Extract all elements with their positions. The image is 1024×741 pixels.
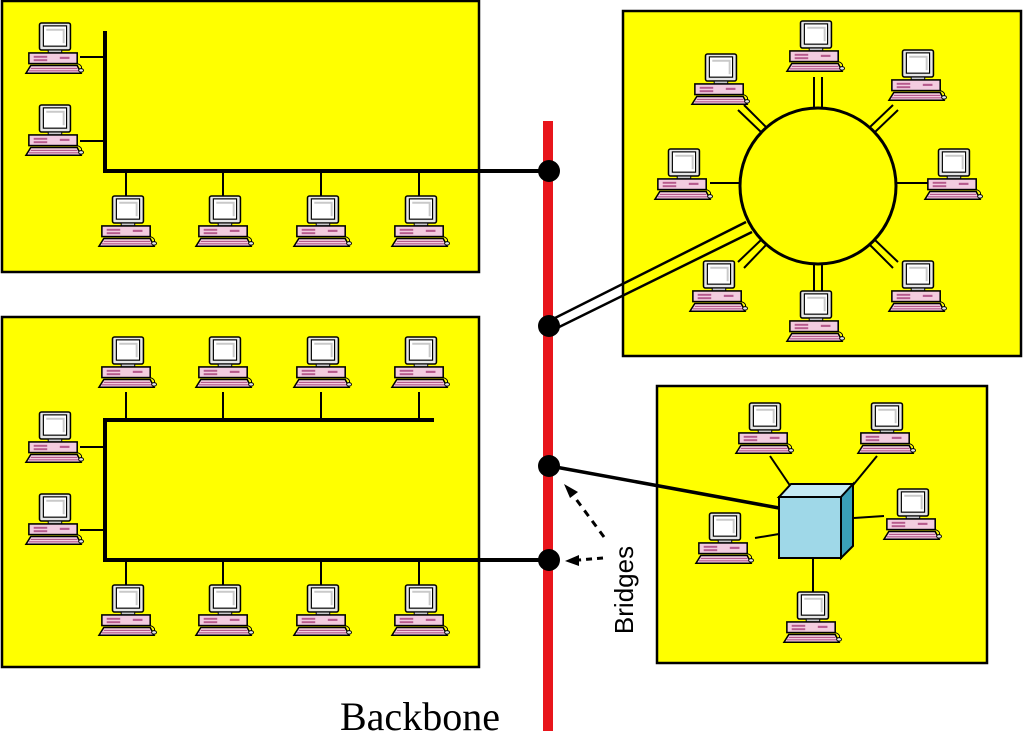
bridge-node — [538, 455, 560, 477]
ring-lan — [548, 77, 928, 333]
backbone-label: Backbone — [340, 694, 500, 739]
star-lan — [549, 455, 885, 592]
bus-lan-top — [80, 31, 548, 197]
arrowhead-icon — [565, 555, 579, 566]
bridge-node — [538, 549, 560, 571]
ring-cable — [738, 106, 898, 266]
bridges-arrows — [564, 484, 606, 566]
bridge-node — [538, 315, 560, 337]
switch-hub-icon — [776, 481, 856, 561]
bus-lan-bottom — [80, 392, 548, 587]
bridge-node — [538, 160, 560, 182]
bridges-label: Bridges — [609, 546, 639, 634]
arrowhead-icon — [564, 484, 578, 498]
